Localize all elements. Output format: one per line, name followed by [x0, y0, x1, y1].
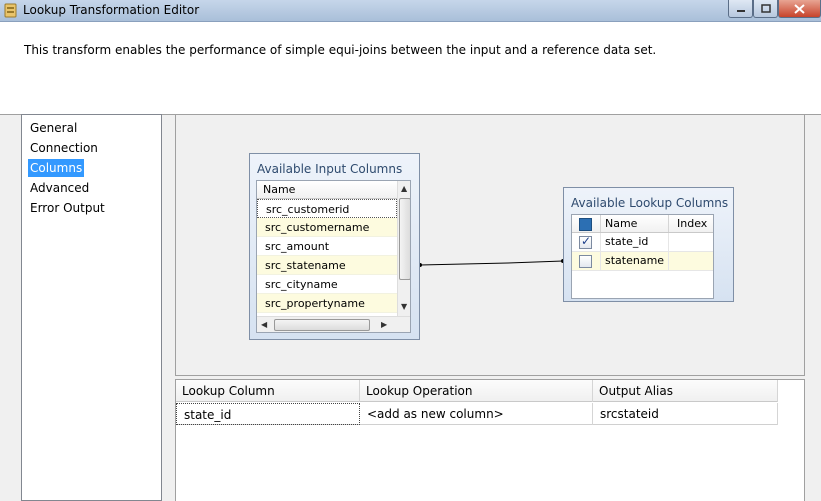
title-bar: Lookup Transformation Editor: [0, 0, 821, 22]
lookup-column-checkbox[interactable]: [579, 255, 592, 268]
lookup-output-grid: Lookup Column Lookup Operation Output Al…: [175, 379, 805, 501]
minimize-icon: [736, 9, 745, 12]
lookup-column-index: [668, 252, 714, 270]
available-input-columns-table[interactable]: Available Input Columns Name src_custome…: [249, 153, 420, 340]
lookup-columns-header: Name Index: [572, 215, 713, 233]
lookup-operation-cell[interactable]: <add as new column>: [360, 403, 593, 425]
output-alias-cell[interactable]: srcstateid: [593, 403, 778, 425]
window-title: Lookup Transformation Editor: [23, 3, 200, 17]
scroll-left-icon[interactable]: ◀: [261, 320, 268, 329]
editor-header: This transform enables the performance o…: [0, 22, 821, 115]
header-description: This transform enables the performance o…: [24, 43, 657, 57]
nav-item-label: Connection: [30, 141, 98, 155]
input-column-row[interactable]: src_customerid: [257, 199, 397, 218]
input-columns-horizontal-scrollbar[interactable]: ◀ ▶: [257, 316, 410, 332]
lookup-operation-header[interactable]: Lookup Operation: [360, 380, 593, 402]
lookup-column-name: statename: [600, 252, 668, 270]
horizontal-scroll-thumb[interactable]: [274, 319, 370, 331]
input-columns-list: Name src_customerid src_customername src…: [256, 180, 411, 333]
input-column-row[interactable]: src_amount: [257, 237, 397, 256]
lookup-column-header[interactable]: Lookup Column: [176, 380, 360, 402]
scroll-up-icon[interactable]: ▲: [401, 184, 408, 193]
lookup-column-name: state_id: [600, 233, 668, 251]
lookup-column-row[interactable]: statename: [572, 252, 713, 271]
output-alias-header[interactable]: Output Alias: [593, 380, 778, 402]
close-button[interactable]: [778, 0, 821, 18]
nav-item-advanced[interactable]: Advanced: [22, 178, 161, 198]
lookup-column-cell[interactable]: state_id: [176, 403, 360, 425]
input-columns-vertical-scrollbar[interactable]: ▲ ▼: [397, 181, 410, 316]
checkmark-icon: ✓: [581, 234, 592, 248]
lookup-transform-icon: [4, 3, 17, 18]
lookup-column-row[interactable]: ✓ state_id: [572, 233, 713, 252]
input-column-row[interactable]: src_statename: [257, 256, 397, 275]
lookup-columns-title: Available Lookup Columns: [571, 196, 729, 210]
output-grid-header: Lookup Column Lookup Operation Output Al…: [176, 380, 778, 402]
lookup-index-header: Index: [668, 215, 714, 232]
nav-item-label: Advanced: [30, 181, 90, 195]
nav-item-label: Columns: [28, 159, 85, 177]
column-mapping-surface: Available Input Columns Name src_custome…: [175, 114, 805, 376]
nav-item-label: General: [30, 121, 78, 135]
nav-item-general[interactable]: General: [22, 118, 161, 138]
available-lookup-columns-table[interactable]: Available Lookup Columns Name Index ✓ st…: [563, 187, 734, 302]
select-all-checkbox[interactable]: [579, 218, 592, 231]
lookup-columns-grid: Name Index ✓ state_id statename: [571, 214, 714, 299]
input-columns-header: Name: [257, 181, 397, 199]
scroll-right-icon[interactable]: ▶: [381, 320, 388, 329]
nav-item-connection[interactable]: Connection: [22, 138, 161, 158]
maximize-icon: [760, 4, 771, 13]
input-column-row[interactable]: src_customername: [257, 218, 397, 237]
nav-item-columns[interactable]: Columns: [22, 158, 161, 178]
page-nav: General Connection Columns Advanced Erro…: [21, 114, 162, 501]
maximize-button[interactable]: [753, 0, 778, 18]
nav-item-label: Error Output: [30, 201, 105, 215]
input-column-row[interactable]: src_cityname: [257, 275, 397, 294]
scroll-down-icon[interactable]: ▼: [401, 302, 408, 311]
vertical-scroll-thumb[interactable]: [399, 198, 410, 280]
lookup-column-checkbox[interactable]: ✓: [579, 234, 592, 249]
minimize-button[interactable]: [728, 0, 753, 18]
input-columns-title: Available Input Columns: [257, 162, 403, 176]
lookup-name-header: Name: [600, 215, 668, 232]
output-grid-row[interactable]: state_id <add as new column> srcstateid: [176, 403, 778, 425]
nav-item-error-output[interactable]: Error Output: [22, 198, 161, 218]
input-column-row[interactable]: src_propertyname: [257, 294, 397, 313]
close-icon: [794, 3, 805, 14]
lookup-column-index: [668, 233, 714, 251]
